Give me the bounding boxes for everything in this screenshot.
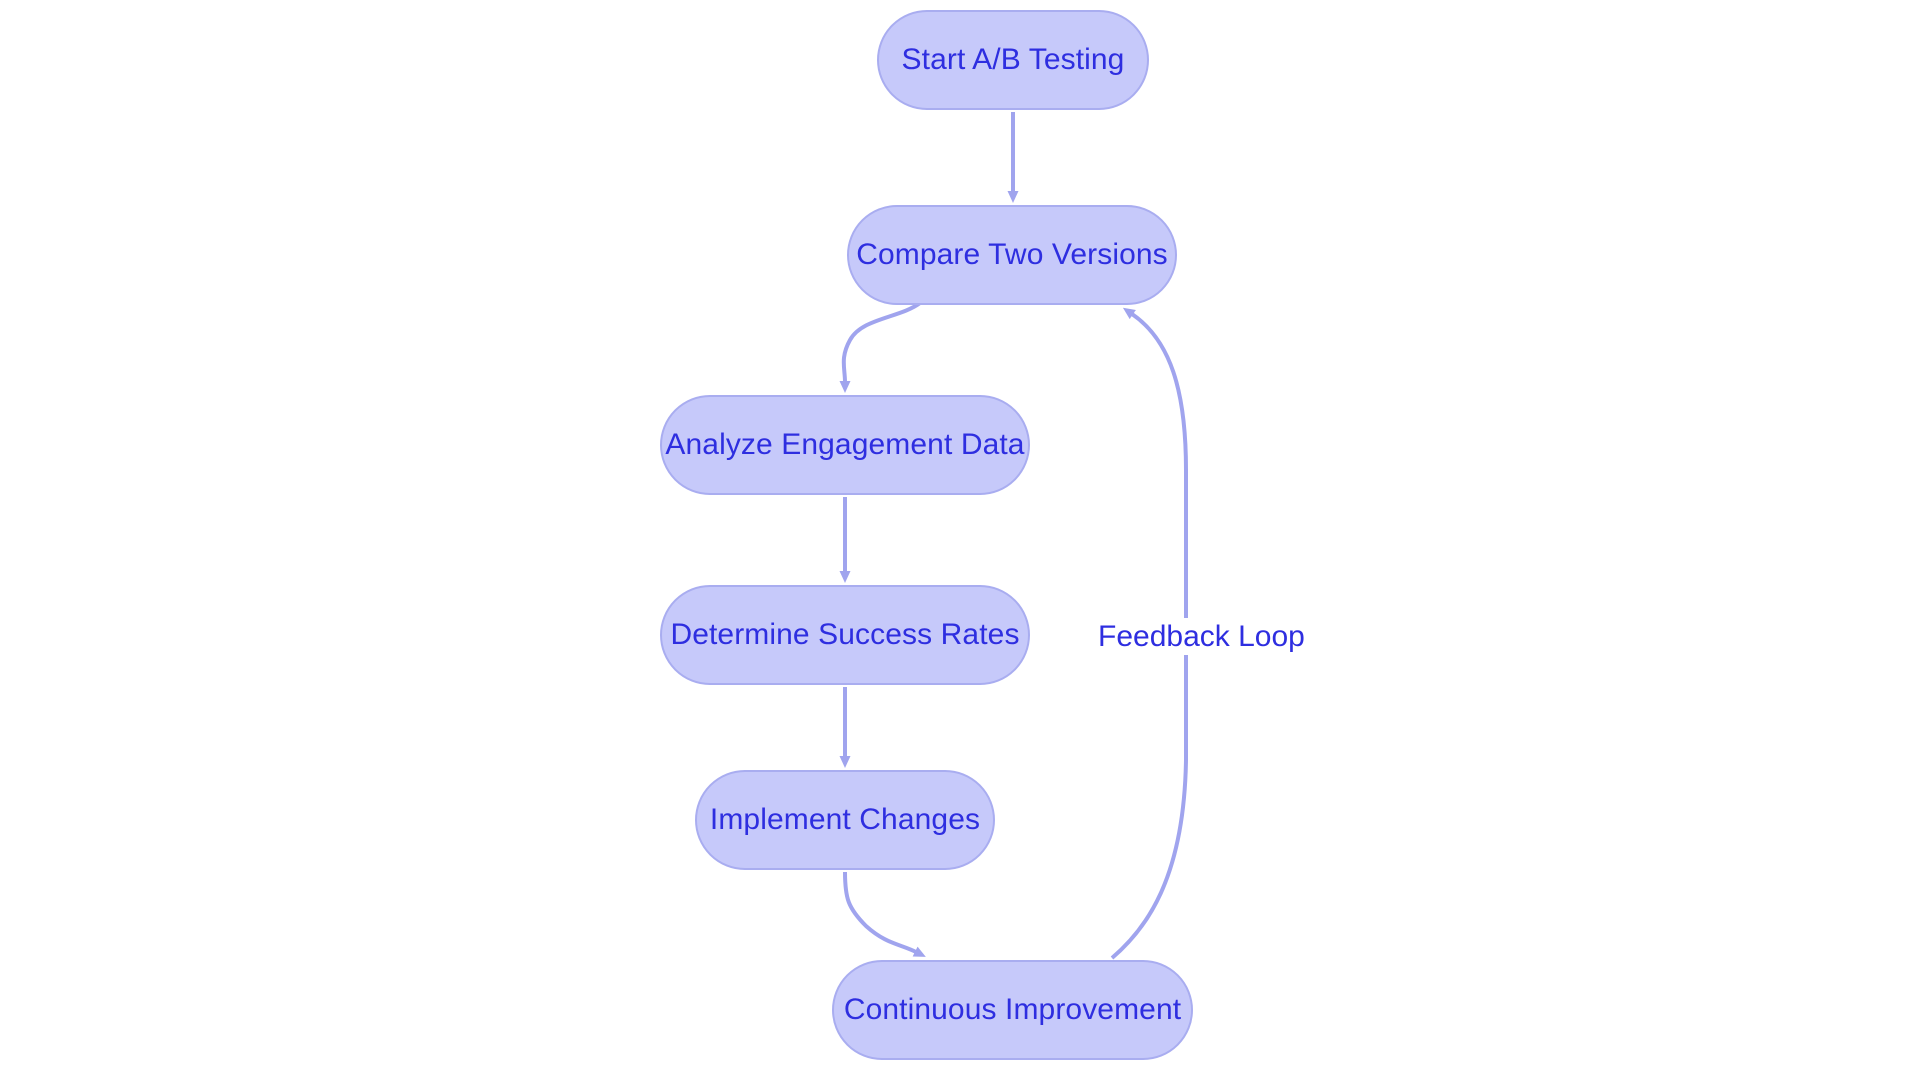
node-label-implement-changes: Implement Changes xyxy=(709,803,981,836)
node-start-ab-testing[interactable]: Start A/B Testing xyxy=(877,10,1149,110)
node-determine-success-rates[interactable]: Determine Success Rates xyxy=(660,585,1030,685)
node-label-analyze-engagement-data: Analyze Engagement Data xyxy=(665,428,1025,461)
edge-implement-to-improve xyxy=(843,871,926,957)
node-analyze-engagement-data[interactable]: Analyze Engagement Data xyxy=(660,395,1030,495)
node-label-start-ab-testing: Start A/B Testing xyxy=(901,43,1125,76)
edge-improve-to-compare-feedback xyxy=(1110,307,1188,960)
node-implement-changes[interactable]: Implement Changes xyxy=(695,770,995,870)
node-continuous-improvement[interactable]: Continuous Improvement xyxy=(832,960,1193,1060)
node-label-continuous-improvement: Continuous Improvement xyxy=(843,993,1182,1026)
edge-label-feedback-loop: Feedback Loop xyxy=(1092,618,1311,655)
node-label-determine-success-rates: Determine Success Rates xyxy=(670,618,1020,651)
node-label-compare-two-versions: Compare Two Versions xyxy=(856,238,1168,271)
node-compare-two-versions[interactable]: Compare Two Versions xyxy=(847,205,1177,305)
edge-compare-to-analyze xyxy=(839,301,922,393)
